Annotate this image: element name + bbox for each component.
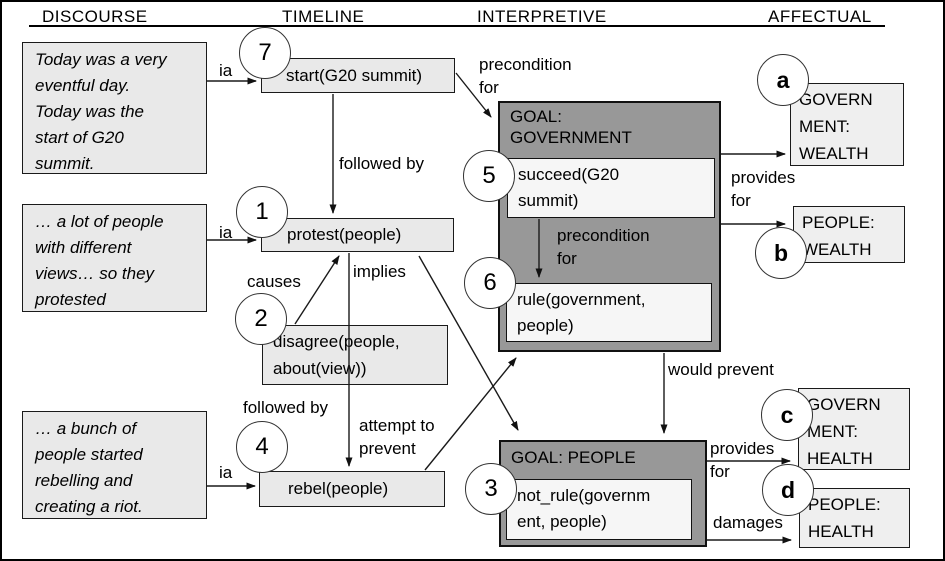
badge-d: d — [762, 464, 814, 516]
label-followed-by-2: followed by — [243, 398, 329, 417]
rule-node: rule(government, people) — [506, 283, 712, 342]
succeed-node: succeed(G20 summit) — [507, 158, 715, 218]
badge-4: 4 — [236, 421, 288, 473]
label-implies: implies — [353, 262, 406, 281]
label-ia-1: ia — [219, 61, 233, 80]
label-followed-by-1: followed by — [339, 154, 425, 173]
arrow-causes — [294, 255, 340, 325]
badge-3: 3 — [465, 463, 517, 515]
discourse-box-riot: … a bunch of people started rebelling an… — [22, 411, 207, 519]
affect-people-wealth: PEOPLE: WEALTH — [793, 206, 905, 263]
discourse-box-protested: … a lot of people with different views… … — [22, 204, 207, 312]
label-provides-for-top: provides for — [731, 168, 796, 210]
discourse-box-eventful-day: Today was a very eventful day. Today was… — [22, 42, 207, 174]
badge-6: 6 — [464, 257, 516, 309]
badge-1: 1 — [236, 186, 288, 238]
badge-5: 5 — [463, 150, 515, 202]
not-rule-node: not_rule(governm ent, people) — [506, 479, 692, 540]
affect-people-health: PEOPLE: HEALTH — [799, 488, 910, 548]
header-underline — [29, 25, 885, 27]
label-ia-2: ia — [219, 223, 233, 242]
goal-people-title: GOAL: PEOPLE — [511, 448, 636, 467]
column-header-interpretive: INTERPRETIVE — [477, 7, 607, 26]
timeline-node-protest: protest(people) — [261, 218, 454, 252]
affect-government-health: GOVERN MENT: HEALTH — [798, 388, 910, 470]
timeline-node-rebel: rebel(people) — [259, 471, 445, 507]
badge-b: b — [755, 227, 807, 279]
label-would-prevent: would prevent — [668, 360, 774, 379]
column-header-discourse: DISCOURSE — [42, 7, 148, 26]
label-precondition-for-inner: precondition for — [557, 226, 650, 268]
label-damages: damages — [713, 513, 783, 532]
badge-c: c — [761, 389, 813, 441]
timeline-node-disagree: disagree(people, about(view)) — [262, 325, 448, 385]
label-causes: causes — [247, 272, 301, 291]
label-provides-for-bottom: provides for — [710, 439, 775, 481]
label-ia-3: ia — [219, 463, 233, 482]
badge-7: 7 — [239, 27, 291, 79]
badge-2: 2 — [235, 293, 287, 345]
timeline-node-start: start(G20 summit) — [261, 58, 455, 93]
label-attempt-to-prevent: attempt to prevent — [359, 416, 435, 458]
goal-government-title: GOAL: GOVERNMENT — [510, 107, 632, 147]
badge-a: a — [757, 54, 809, 106]
label-precondition-for-top: precondition for — [479, 55, 572, 97]
affect-government-wealth: GOVERN MENT: WEALTH — [790, 83, 904, 166]
column-header-timeline: TIMELINE — [282, 7, 365, 26]
column-header-affectual: AFFECTUAL — [768, 7, 872, 26]
